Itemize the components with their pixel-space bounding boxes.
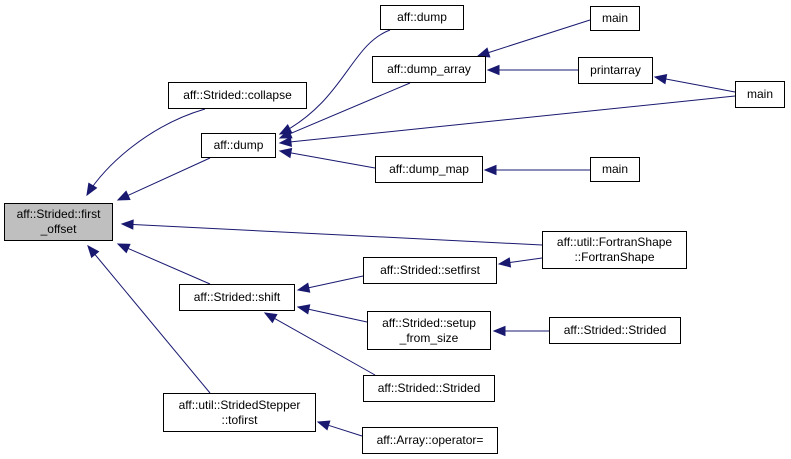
edge-fortranshape-to-first-offset — [132, 224, 543, 246]
arrowhead-shift-16 — [263, 312, 278, 324]
edge-collapse-to-first-offset — [86, 108, 206, 196]
edge-fortranshape-to-setfirst — [509, 257, 543, 263]
arrowhead-setfirst-13 — [497, 257, 512, 268]
arrowhead-dump-array-10 — [486, 64, 500, 76]
arrowhead-first-offset-2 — [120, 219, 134, 230]
edge-dump-array-to-dump-center — [289, 82, 411, 135]
edge-main-right-to-printarray — [665, 78, 736, 93]
node-dump-map-label: aff::dump_map — [389, 162, 469, 176]
edge-strided-ctor-bottom-to-shift — [274, 317, 376, 376]
node-tofirst-line-1: aff::util::StridedStepper — [178, 397, 301, 412]
arrowhead-tofirst-18 — [316, 420, 331, 431]
node-dump-center[interactable]: aff::dump — [201, 133, 276, 158]
arrowhead-shift-15 — [296, 304, 311, 315]
arrowhead-dump-map-12 — [483, 164, 497, 176]
node-dump-center-label: aff::dump — [213, 138, 264, 152]
node-array-operator[interactable]: aff::Array::operator= — [362, 427, 498, 454]
node-dump-map[interactable]: aff::dump_map — [375, 156, 483, 183]
node-strided-ctor-bottom-label: aff::Strided::Strided — [377, 381, 481, 395]
node-collapse[interactable]: aff::Strided::collapse — [168, 82, 307, 109]
node-main-map[interactable]: main — [590, 157, 640, 182]
arrowhead-printarray-11 — [653, 73, 668, 85]
node-setfirst-label: aff::Strided::setfirst — [380, 263, 480, 277]
node-shift[interactable]: aff::Strided::shift — [179, 284, 295, 311]
arrowhead-dump-center-8 — [278, 147, 293, 159]
node-first-offset-line-2: _offset — [40, 222, 77, 236]
arrowhead-dump-center-7 — [278, 136, 292, 147]
edge-shift-to-first-offset — [127, 247, 211, 285]
node-dump-array[interactable]: aff::dump_array — [372, 56, 486, 83]
node-first-offset: aff::Strided::first _offset — [4, 203, 113, 241]
edge-main-top-to-dump-array — [488, 19, 591, 54]
edge-setup-from-size-to-shift — [308, 308, 368, 323]
node-fortranshape-line-1: aff::util::FortranShape — [556, 235, 673, 249]
node-dump-top[interactable]: aff::dump — [380, 5, 464, 30]
arrowhead-shift-14 — [296, 282, 311, 293]
node-main-map-label: main — [601, 162, 628, 176]
node-tofirst[interactable]: aff::util::StridedStepper ::tofirst — [163, 393, 316, 432]
edge-dump-map-to-dump-center — [290, 152, 376, 169]
edge-array-operator-to-tofirst — [328, 424, 363, 437]
node-collapse-label: aff::Strided::collapse — [183, 88, 292, 102]
node-printarray[interactable]: printarray — [578, 57, 653, 84]
arrowhead-first-offset-3 — [116, 243, 131, 254]
node-strided-ctor-right[interactable]: aff::Strided::Strided — [549, 317, 681, 344]
node-setup-from-size-line-1: aff::Strided::setup — [382, 315, 476, 330]
arrowhead-first-offset-4 — [87, 244, 100, 259]
node-printarray-label: printarray — [590, 63, 641, 77]
node-strided-ctor-bottom[interactable]: aff::Strided::Strided — [363, 375, 495, 402]
node-array-operator-label: aff::Array::operator= — [376, 433, 484, 447]
edge-tofirst-to-first-offset — [94, 254, 211, 394]
arrowhead-dump-center-6 — [278, 128, 293, 139]
edge-dump-top-to-dump-center — [279, 29, 391, 135]
node-main-top[interactable]: main — [590, 6, 640, 31]
node-setup-from-size[interactable]: aff::Strided::setup _from_size — [367, 311, 491, 350]
node-setfirst[interactable]: aff::Strided::setfirst — [363, 257, 497, 284]
arrowhead-setup-from-size-17 — [492, 325, 506, 337]
edge-setfirst-to-shift — [308, 275, 364, 289]
node-main-top-label: main — [601, 11, 628, 25]
node-tofirst-line-2: ::tofirst — [221, 412, 258, 427]
node-main-right-label: main — [746, 87, 773, 101]
edge-dump-center-to-first-offset — [127, 157, 211, 196]
node-fortranshape[interactable]: aff::util::FortranShape ::FortranShape — [542, 231, 687, 269]
node-shift-label: aff::Strided::shift — [193, 290, 281, 304]
node-fortranshape-line-2: ::FortranShape — [574, 250, 655, 264]
node-strided-ctor-right-label: aff::Strided::Strided — [563, 323, 667, 337]
edge-main-right-to-dump-center — [290, 95, 736, 143]
node-dump-top-label: aff::dump — [397, 10, 447, 24]
arrowhead-first-offset-1 — [116, 190, 131, 201]
node-first-offset-line-1: aff::Strided::first — [16, 207, 101, 221]
arrowhead-first-offset-0 — [86, 182, 98, 197]
node-main-right[interactable]: main — [735, 81, 785, 108]
node-setup-from-size-line-2: _from_size — [399, 330, 459, 345]
node-dump-array-label: aff::dump_array — [387, 62, 471, 76]
